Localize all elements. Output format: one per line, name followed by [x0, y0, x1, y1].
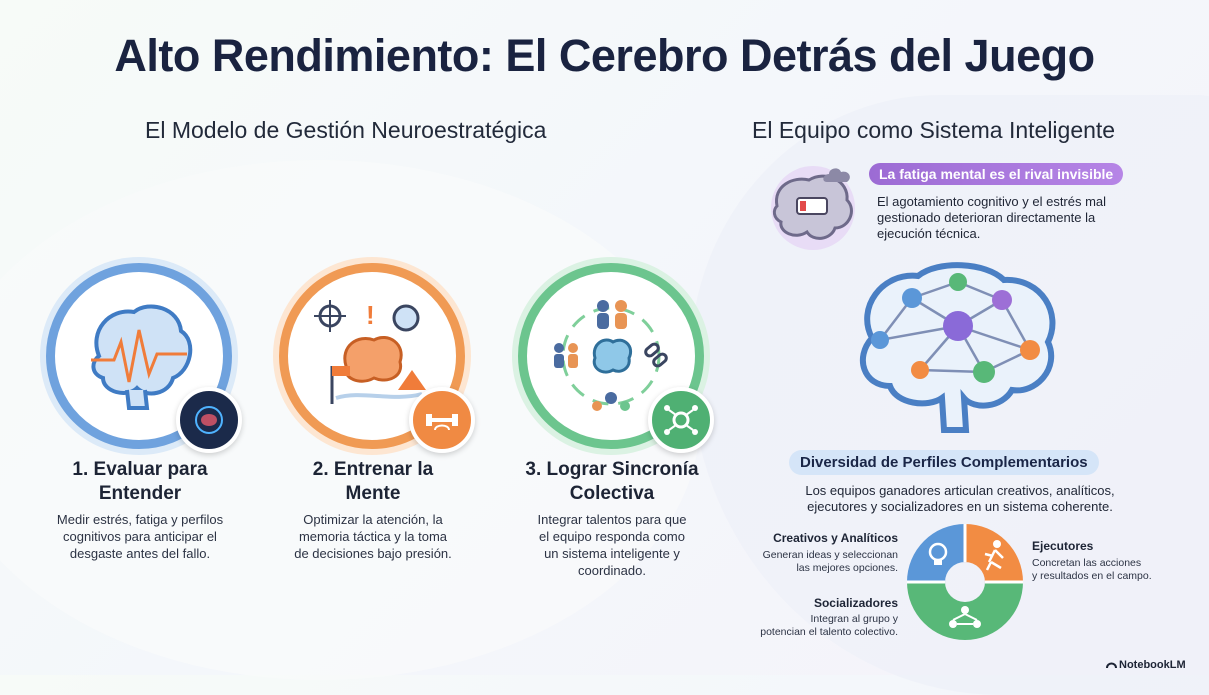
step-1-title: 1. Evaluar para Entender [72, 459, 208, 504]
right-section-title: El Equipo como Sistema Inteligente [752, 117, 1116, 143]
step-2-desc: Optimizar la atención, la memoria táctic… [294, 512, 452, 561]
profile-socializadores-title: Socializadores [813, 596, 898, 610]
brand-label: NotebookLM [1119, 659, 1186, 671]
profile-ejecutores-desc: Concretan las acciones y resultados en e… [1032, 557, 1152, 582]
step-1-desc: Medir estrés, fatiga y perfilos cognitiv… [56, 512, 224, 561]
tired-brain-battery-icon [771, 166, 855, 250]
runner-icon [984, 540, 1004, 571]
fatigue-text: El agotamiento cognitivo y el estrés mal… [877, 194, 1107, 241]
brain-monitor-icon [91, 304, 193, 410]
fatigue-pill: La fatiga mental es el rival invisible [869, 163, 1124, 185]
step-3-badge [648, 387, 714, 453]
diversity-text: Los equipos ganadores articulan creativo… [805, 483, 1115, 514]
profile-ejecutores-title: Ejecutores [1032, 539, 1094, 553]
brain-strategy-icon: ! [314, 300, 426, 404]
step-2-badge [409, 387, 475, 453]
diversity-pill: Diversidad de Perfiles Complementarios [789, 450, 1099, 475]
people-network-icon [949, 606, 981, 628]
dumbbell-brain-icon [426, 414, 458, 431]
profile-socializadores-desc: Integran al grupo y potencian el talento… [760, 613, 898, 638]
lightbulb-icon [928, 542, 948, 565]
brain-scan-icon [195, 406, 223, 434]
page-title: Alto Rendimiento: El Cerebro Detrás del … [114, 30, 1095, 81]
profiles-donut [907, 524, 1023, 640]
svg-text:!: ! [366, 300, 375, 330]
brain-network-icon [860, 262, 1056, 433]
team-brain-cycle-icon [554, 300, 668, 411]
step-1-badge [176, 387, 242, 453]
step-3-title: 3. Lograr Sincronía Colectiva [525, 459, 699, 504]
donut-segment-creativos [907, 524, 965, 582]
left-section-title: El Modelo de Gestión Neuroestratégica [145, 117, 547, 143]
step-3-desc: Integrar talentos para que el equipo res… [537, 512, 687, 578]
step-2-ring: ! [279, 263, 465, 449]
step-2-title: 2. Entrenar la Mente [312, 459, 434, 504]
profile-creativos-desc: Generan ideas y seleccionan las mejores … [762, 549, 898, 574]
notebooklm-logo-icon [1106, 662, 1117, 669]
gear-network-icon [664, 405, 698, 435]
profile-creativos-title: Creativos y Analíticos [773, 531, 898, 545]
